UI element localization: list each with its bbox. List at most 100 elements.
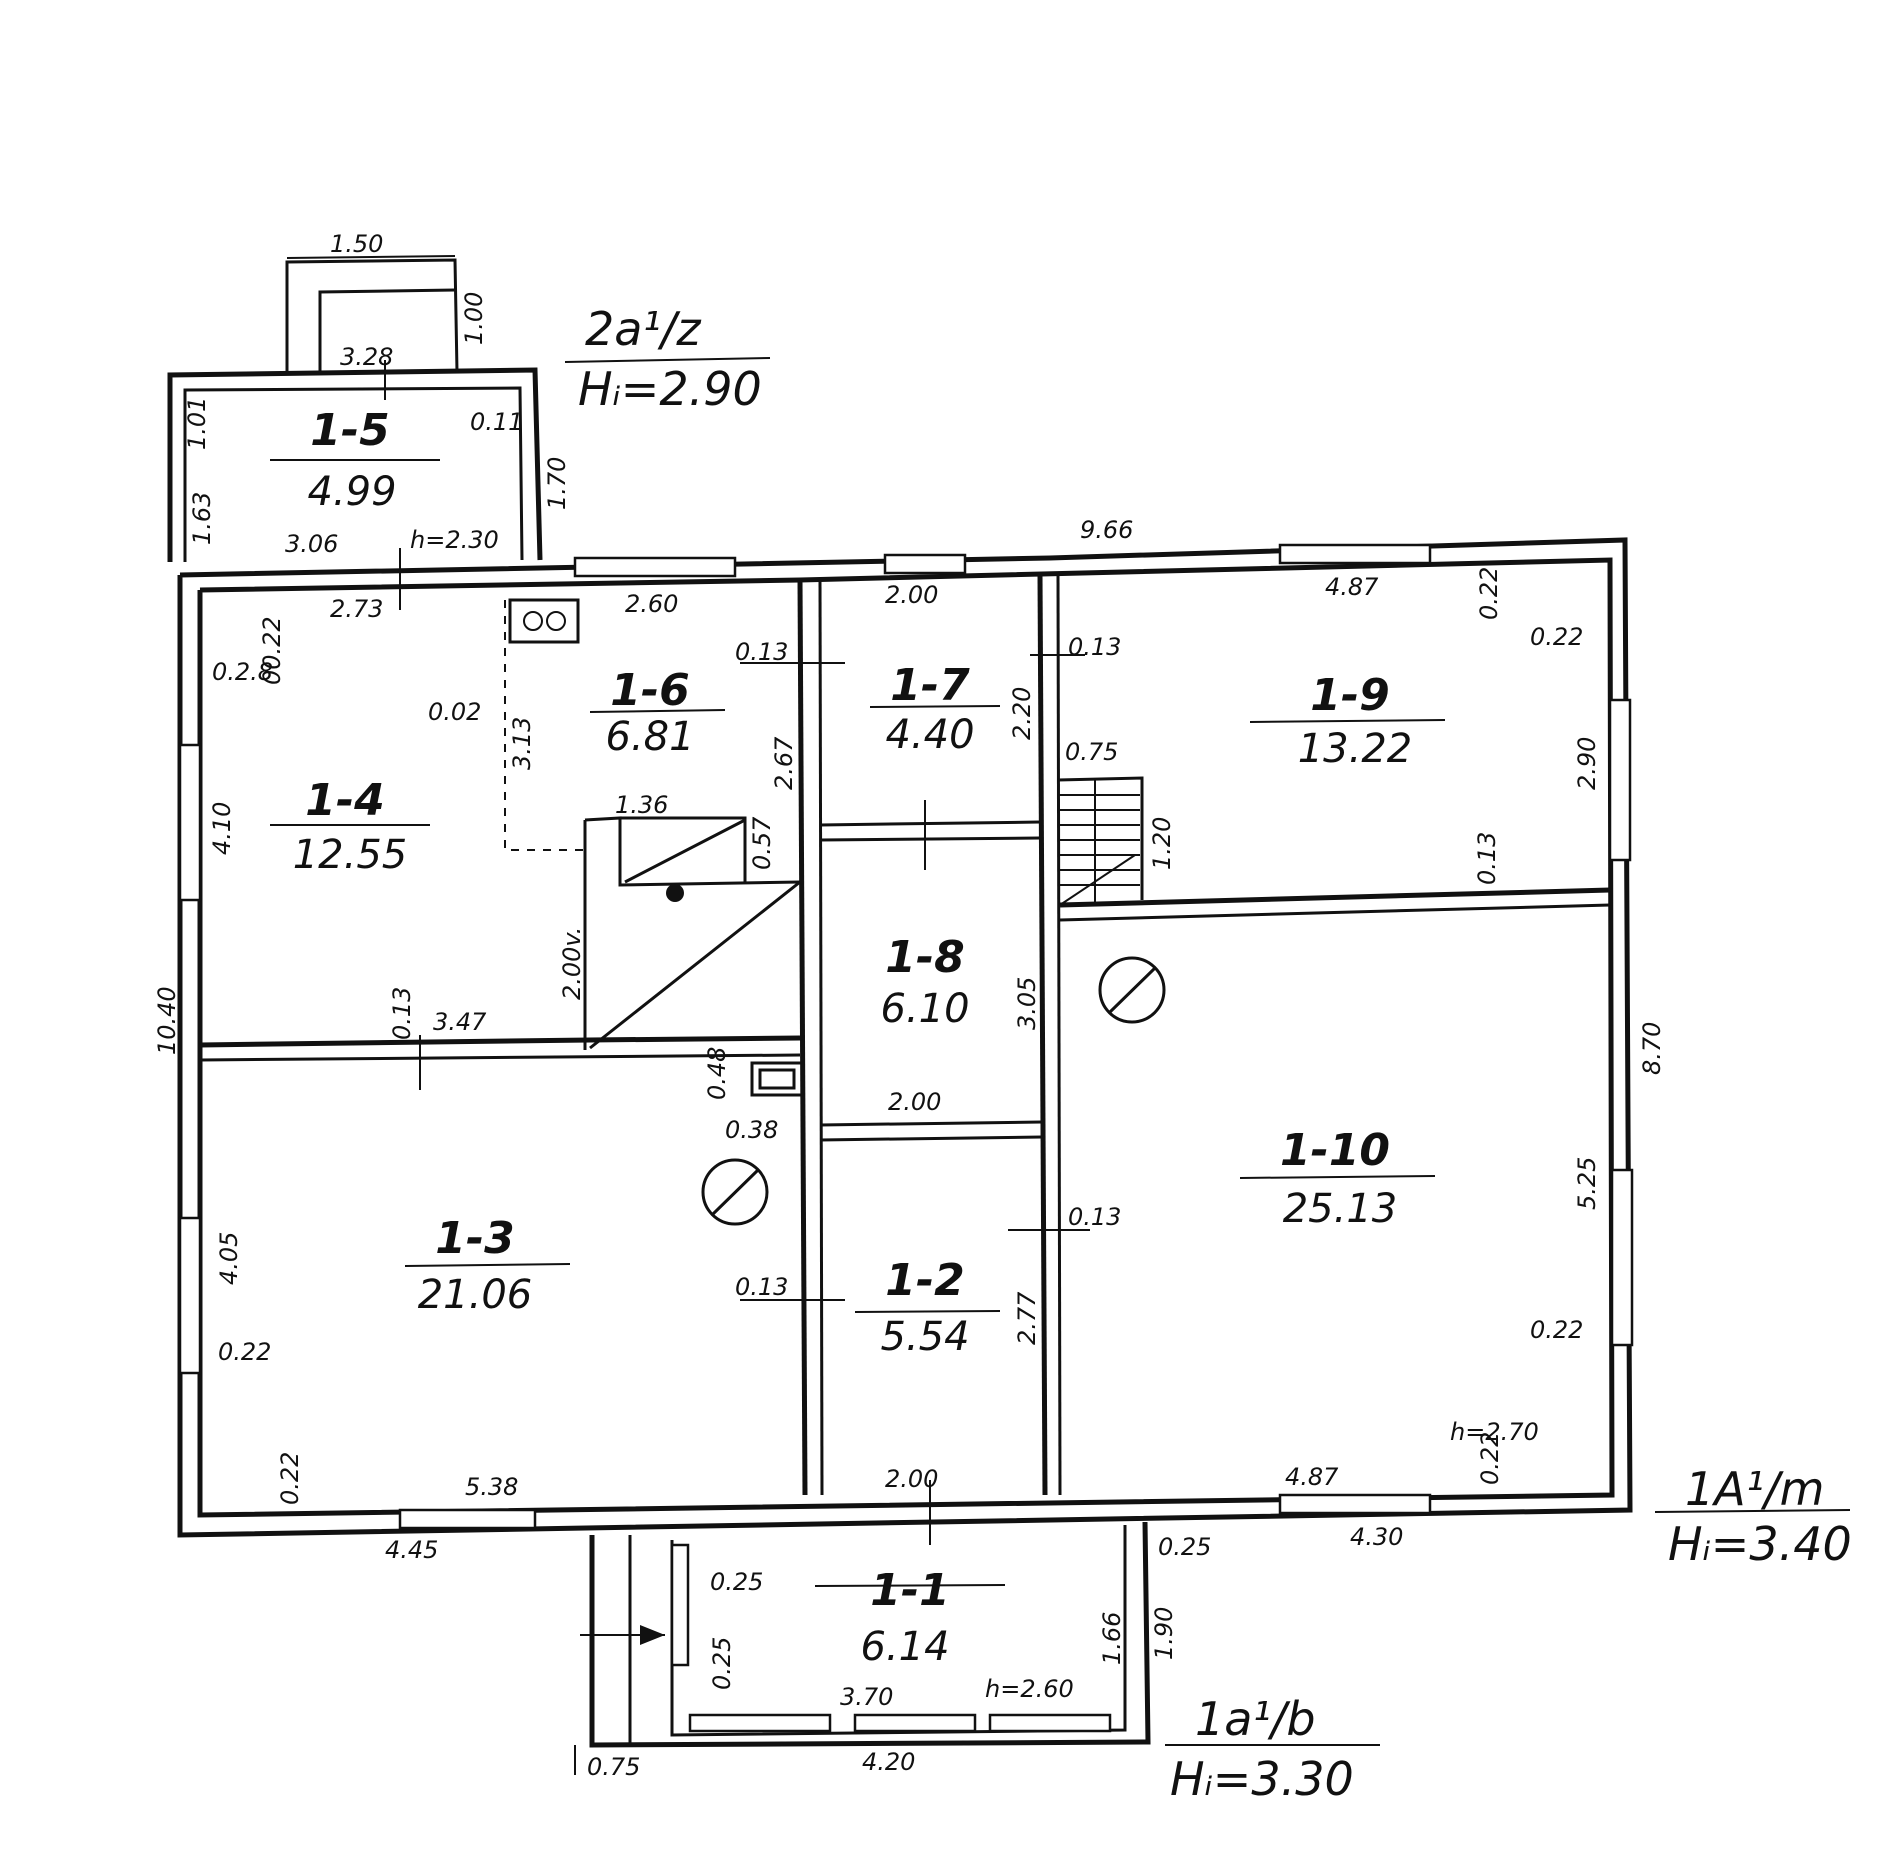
room-1-2-area: 5.54 — [880, 1314, 969, 1360]
dimension-label: h=2.60 — [985, 1675, 1074, 1703]
stove-symbol-1 — [1098, 956, 1166, 1024]
dimension-label: 0.75 — [587, 1753, 640, 1781]
dimension-label: 8.70 — [1638, 1022, 1666, 1075]
window-porch-1 — [688, 1713, 832, 1733]
dimension-label: 2.73 — [330, 595, 383, 623]
wall-4-3 — [199, 1035, 801, 1048]
dimension-label: 1.70 — [543, 457, 571, 510]
wall-v-805 — [797, 579, 808, 1496]
dimension-label: 3.06 — [285, 530, 338, 558]
wall-4-3-b — [199, 1053, 801, 1062]
room-1-8-id: 1-8 — [885, 932, 965, 983]
stair-diag-2 — [624, 818, 746, 884]
wall-8-2-b — [819, 1135, 1043, 1142]
room-1-10-area: 25.13 — [1283, 1186, 1398, 1232]
dimension-label: 0.13 — [735, 638, 788, 666]
room-1-9-id: 1-9 — [1310, 670, 1390, 721]
dimension-label: 0.13 — [735, 1273, 788, 1301]
stair-box — [584, 816, 801, 887]
dimension-label: 3.70 — [840, 1683, 893, 1711]
dimension-label: 1.01 — [183, 397, 211, 450]
dimension-label: 2.00 — [885, 581, 938, 609]
dimension-label: 4.20 — [862, 1748, 915, 1776]
bump-inner — [318, 288, 456, 372]
window-porch-left — [670, 1543, 690, 1667]
wall-v-1060 — [1056, 574, 1062, 1496]
main-height: Hᵢ=3.40 — [1668, 1517, 1852, 1571]
dimension-text: 1.50 1.00 3.28 1.63 1.01 0.11 1.70 3.06 … — [153, 230, 1666, 1781]
window-bottom-2 — [1278, 1493, 1432, 1515]
dimension-label: 0.22 — [218, 1338, 271, 1366]
room-1-7-area: 4.40 — [885, 712, 974, 758]
porch-height: Hᵢ=3.30 — [1170, 1752, 1354, 1806]
partition-6 — [504, 600, 585, 851]
room-1-6-area: 6.81 — [605, 714, 694, 760]
dimension-label: h=2.30 — [410, 526, 499, 554]
drain-symbol — [666, 884, 684, 902]
dimension-label: 2.20 — [1008, 687, 1036, 740]
dimension-label: 0.02 — [428, 698, 481, 726]
room-1-2-id: 1-2 — [885, 1255, 965, 1306]
dimension-label: 10.40 — [153, 986, 181, 1055]
dimension-label: h=2.70 — [1450, 1418, 1539, 1446]
porch-code: 1a¹/b — [1195, 1692, 1316, 1746]
upper-height: Hᵢ=2.90 — [578, 362, 762, 416]
window-right-1 — [1608, 698, 1632, 862]
dimension-label: 0.25 — [708, 1637, 736, 1690]
dimension-label: 0.25 — [710, 1568, 763, 1596]
dimension-label: 4.10 — [208, 802, 236, 855]
dimension-label: 0.22 — [276, 1452, 304, 1505]
room-1-3-id: 1-3 — [435, 1213, 515, 1264]
dimension-label: 2.90 — [1573, 737, 1601, 790]
floor-codes: 2a¹/z Hᵢ=2.90 1A¹/m Hᵢ=3.40 1a¹/b Hᵢ=3.3… — [578, 302, 1852, 1806]
wall-9-10 — [1059, 887, 1611, 908]
dimension-label: 0.13 — [388, 987, 416, 1040]
dimension-label: 0.22 — [1475, 567, 1503, 620]
outer-wall-veranda — [167, 367, 543, 562]
dimension-label: 3.47 — [433, 1008, 487, 1036]
wall-9-10-b — [1059, 903, 1611, 922]
wall-v-1045 — [1037, 574, 1048, 1496]
dimension-label: 3.28 — [340, 343, 393, 371]
dimension-label: 5.25 — [1573, 1157, 1601, 1210]
dimension-label: 0.13 — [1473, 832, 1501, 885]
wall-v-820 — [818, 579, 824, 1496]
room-1-4-id: 1-4 — [305, 775, 385, 826]
dimension-label: 0.22 — [1476, 1432, 1504, 1485]
stair-9 — [1057, 776, 1144, 900]
dimension-label: 4.87 — [1285, 1463, 1339, 1491]
dimension-label: 0.11 — [470, 408, 523, 436]
room-1-5-id: 1-5 — [310, 405, 390, 456]
stove-symbol-2 — [701, 1158, 769, 1226]
dimension-label: 5.38 — [465, 1473, 518, 1501]
dimension-label: 0.13 — [1068, 633, 1121, 661]
interior-walls — [199, 574, 1611, 1496]
inner-wall-veranda — [183, 386, 524, 562]
window-top-1 — [573, 556, 737, 578]
radiator-symbol — [508, 598, 580, 644]
dimension-label: 3.13 — [508, 717, 536, 770]
chimney — [750, 1061, 804, 1097]
room-1-4-area: 12.55 — [293, 832, 408, 878]
door-ticks — [384, 360, 1090, 1636]
dimension-label: 0.48 — [703, 1047, 731, 1100]
dimension-label: 2.77 — [1013, 1291, 1041, 1345]
dimension-label: 3.05 — [1013, 977, 1041, 1030]
room-1-8-area: 6.10 — [880, 986, 969, 1032]
dimension-label: 1.63 — [188, 492, 216, 545]
room-1-1-id: 1-1 — [870, 1565, 950, 1616]
dimension-label: 2.00v. — [558, 927, 586, 1000]
window-top-3 — [1278, 543, 1432, 565]
dimension-lines — [270, 255, 1851, 1775]
dimension-label: 0.2.8 — [212, 658, 273, 686]
wall-8-2 — [819, 1120, 1043, 1127]
dimension-label: 1.66 — [1098, 1612, 1126, 1665]
stair-9-steps — [1058, 780, 1140, 906]
dimension-label: 0.22 — [1530, 623, 1583, 651]
dimension-label: 0.25 — [1158, 1533, 1211, 1561]
room-1-10-id: 1-10 — [1280, 1125, 1390, 1176]
dimension-label: 0.13 — [1068, 1203, 1121, 1231]
dimension-label: 2.00 — [885, 1465, 938, 1493]
window-left-1 — [178, 743, 202, 902]
